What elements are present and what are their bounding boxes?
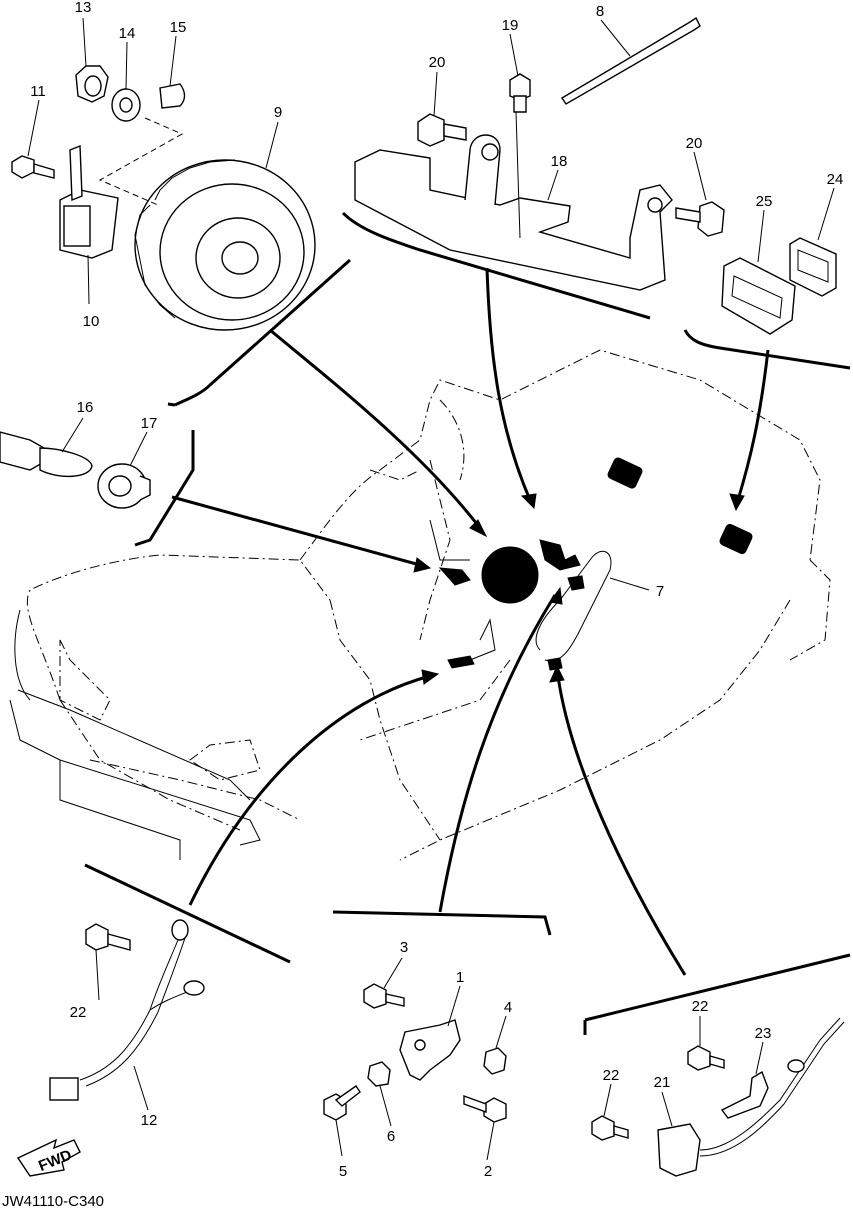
- nut-4-illustration: [483, 1047, 507, 1075]
- callout-5: 5: [339, 1163, 347, 1180]
- lead-wire-12-illustration: [49, 919, 205, 1101]
- callout-22a: 22: [70, 1004, 87, 1021]
- bolt-5-illustration: [323, 1085, 361, 1121]
- callout-21: 21: [654, 1074, 671, 1091]
- horn-illustration: [134, 159, 316, 331]
- bulb-16-illustration: [0, 431, 93, 478]
- bracket-18-illustration: [354, 134, 673, 291]
- vehicle-body-outline: [9, 349, 831, 861]
- leader-lines: [27, 17, 835, 1161]
- callout-18: 18: [551, 153, 568, 170]
- callout-15: 15: [170, 19, 187, 36]
- nut-13-illustration: [75, 65, 109, 103]
- callout-6: 6: [387, 1128, 395, 1145]
- stay-23-illustration: [720, 1070, 769, 1119]
- drawing-code: JW41110-C340: [2, 1193, 104, 1210]
- group-brackets: [84, 211, 851, 1035]
- callout-11: 11: [30, 83, 46, 100]
- callout-numbers: 13 14 15 11 9 10 16 17 8 19 20 18 20 24 …: [30, 0, 843, 1180]
- callout-19: 19: [502, 17, 519, 34]
- bolt-11-illustration: [11, 155, 55, 179]
- relay-10-illustration: [59, 144, 119, 259]
- grommet-17-illustration: [97, 463, 151, 509]
- washer-14-illustration: [111, 88, 141, 122]
- pointer-arrows: [171, 267, 770, 976]
- collar-6-illustration: [367, 1061, 391, 1087]
- callout-16: 16: [77, 399, 94, 416]
- collar-15-illustration: [159, 83, 186, 109]
- callout-17: 17: [141, 415, 158, 432]
- callout-10: 10: [83, 313, 100, 330]
- mounted-parts: [438, 457, 753, 671]
- bolt-20a-illustration: [417, 113, 467, 147]
- bolt-20b-illustration: [675, 201, 725, 237]
- callout-20b: 20: [686, 135, 703, 152]
- callout-2: 2: [484, 1163, 492, 1180]
- callout-7: 7: [656, 583, 664, 600]
- callout-9: 9: [274, 104, 282, 121]
- callout-22b: 22: [692, 998, 709, 1015]
- bolt-22b-illustration: [687, 1045, 725, 1071]
- cover-25-illustration: [721, 257, 796, 335]
- bolt-19-illustration: [509, 73, 531, 113]
- callout-8: 8: [596, 3, 604, 20]
- cable-tie-8-illustration: [561, 16, 701, 105]
- bolt-3-illustration: [363, 983, 405, 1009]
- callout-14: 14: [119, 25, 136, 42]
- sensor-21-illustration: [657, 1017, 845, 1177]
- callout-25: 25: [756, 193, 773, 210]
- bolt-22a-illustration: [85, 923, 131, 951]
- callout-4: 4: [504, 999, 512, 1016]
- callout-22c: 22: [603, 1067, 620, 1084]
- horn-mounted: [481, 546, 539, 604]
- callout-1: 1: [456, 969, 464, 986]
- callout-3: 3: [400, 939, 408, 956]
- callout-24: 24: [827, 171, 844, 188]
- fwd-arrow: FWD: [16, 1138, 81, 1177]
- callout-23: 23: [755, 1025, 772, 1042]
- callout-12: 12: [141, 1112, 158, 1129]
- cover-24-illustration: [789, 237, 837, 297]
- bolt-22c-illustration: [591, 1115, 629, 1141]
- bolt-2-illustration: [463, 1095, 507, 1123]
- callout-20a: 20: [429, 54, 446, 71]
- bracket-1-illustration: [399, 1019, 461, 1081]
- callout-13: 13: [75, 0, 92, 16]
